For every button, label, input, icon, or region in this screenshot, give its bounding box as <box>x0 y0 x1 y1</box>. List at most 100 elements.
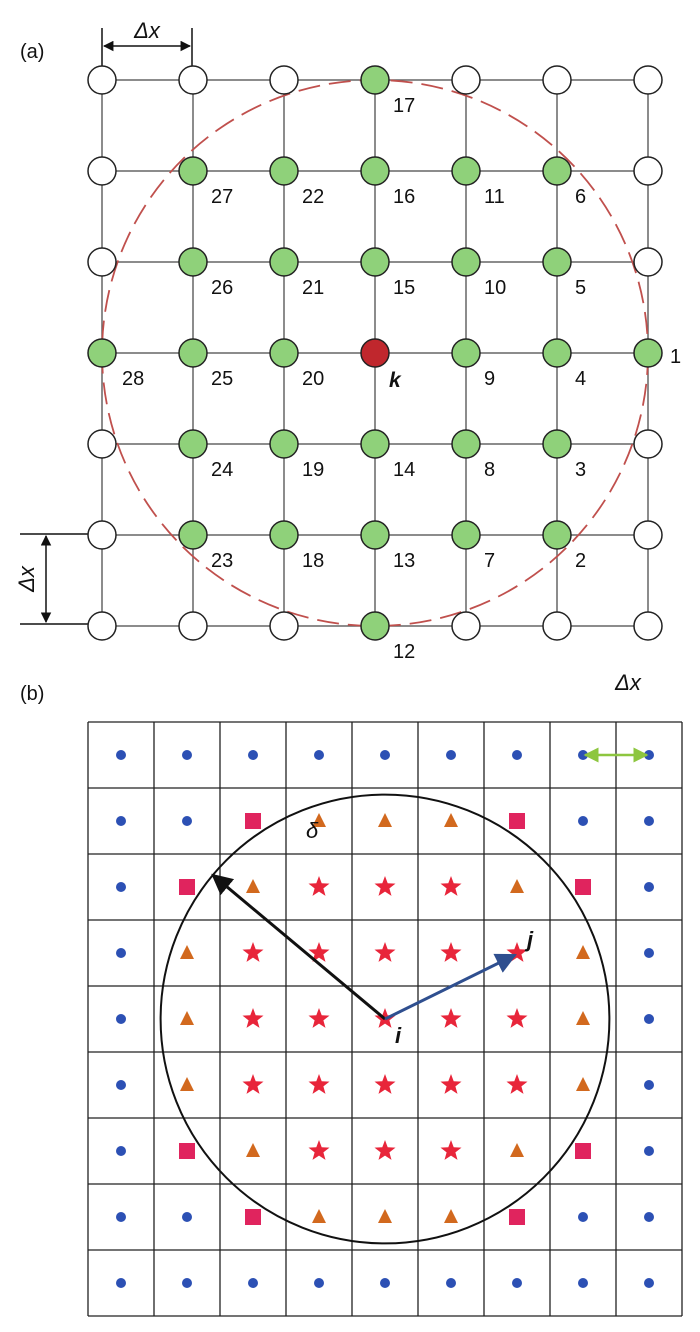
family-node <box>451 247 481 277</box>
star-marker <box>440 1074 462 1094</box>
family-number-label: 14 <box>393 459 415 481</box>
lattice-nodes <box>87 65 663 641</box>
cell-markers <box>116 750 654 1288</box>
family-number-label: 2 <box>575 550 586 572</box>
lattice-node <box>542 611 572 641</box>
square-marker <box>509 1209 525 1225</box>
family-node <box>360 156 390 186</box>
dot-marker <box>512 1278 522 1288</box>
family-node <box>269 156 299 186</box>
dot-marker <box>380 750 390 760</box>
family-node <box>451 156 481 186</box>
family-number-label: 24 <box>211 459 233 481</box>
lattice-node <box>87 611 117 641</box>
lattice-node <box>178 65 208 95</box>
dot-marker <box>578 1212 588 1222</box>
star-marker <box>242 942 264 962</box>
lattice-node <box>633 429 663 459</box>
family-node <box>360 247 390 277</box>
star-marker <box>308 1140 330 1160</box>
triangle-marker <box>378 813 392 827</box>
square-marker <box>575 1143 591 1159</box>
dot-marker <box>116 750 126 760</box>
family-node <box>178 520 208 550</box>
lattice-node <box>633 156 663 186</box>
dot-marker <box>644 816 654 826</box>
dot-marker <box>644 1278 654 1288</box>
star-marker <box>506 942 528 962</box>
family-node <box>542 338 572 368</box>
lattice-node <box>87 156 117 186</box>
lattice-node <box>633 65 663 95</box>
lattice-node <box>87 247 117 277</box>
panel-a-label: (a) <box>20 41 44 63</box>
family-node <box>178 338 208 368</box>
family-number-label: 3 <box>575 459 586 481</box>
dot-marker <box>644 1146 654 1156</box>
lattice-node <box>451 65 481 95</box>
lattice-node <box>542 65 572 95</box>
triangle-marker <box>312 1209 326 1223</box>
family-number-label: 4 <box>575 368 586 390</box>
family-number-label: 5 <box>575 277 586 299</box>
star-marker <box>308 942 330 962</box>
star-marker <box>242 1008 264 1028</box>
family-number-label: 28 <box>122 368 144 390</box>
family-number-label: 20 <box>302 368 324 390</box>
panel-b: (b) Δx δ i j <box>20 670 683 1317</box>
dot-marker <box>116 1014 126 1024</box>
family-node <box>178 247 208 277</box>
horizon-label: δ <box>306 818 319 843</box>
dot-marker <box>512 750 522 760</box>
family-number-label: 16 <box>393 186 415 208</box>
triangle-marker <box>444 1209 458 1223</box>
square-marker <box>245 1209 261 1225</box>
family-node <box>269 338 299 368</box>
family-number-label: 11 <box>484 186 505 208</box>
family-node <box>178 156 208 186</box>
dot-marker <box>182 816 192 826</box>
lattice-node <box>269 611 299 641</box>
star-marker <box>308 876 330 896</box>
family-number-label: 10 <box>484 277 506 299</box>
dot-marker <box>182 1212 192 1222</box>
family-node <box>451 429 481 459</box>
lattice-node <box>178 611 208 641</box>
triangle-marker <box>510 1143 524 1157</box>
dot-marker <box>116 1146 126 1156</box>
dot-marker <box>182 1278 192 1288</box>
star-marker <box>308 1074 330 1094</box>
point-i-label: i <box>395 1023 402 1048</box>
square-marker <box>245 813 261 829</box>
horizon-circle-b <box>159 793 611 1245</box>
dot-marker <box>116 1080 126 1090</box>
dot-marker <box>644 948 654 958</box>
dot-marker <box>644 1014 654 1024</box>
dot-marker <box>314 1278 324 1288</box>
dot-marker <box>116 882 126 892</box>
triangle-marker <box>576 1077 590 1091</box>
dot-marker <box>644 1080 654 1090</box>
triangle-marker <box>180 1011 194 1025</box>
dot-marker <box>182 750 192 760</box>
family-node <box>360 429 390 459</box>
dot-marker <box>644 1212 654 1222</box>
point-j-label: j <box>524 927 534 952</box>
square-marker <box>509 813 525 829</box>
panel-b-label: (b) <box>20 683 44 705</box>
dot-marker <box>116 816 126 826</box>
spacing-label-left: Δx <box>14 565 39 593</box>
spacing-indicator-left: Δx <box>14 533 100 625</box>
square-marker <box>179 1143 195 1159</box>
family-number-label: 9 <box>484 368 495 390</box>
star-marker <box>374 1140 396 1160</box>
star-marker <box>440 1008 462 1028</box>
family-number-label: 22 <box>302 186 324 208</box>
lattice-node <box>87 429 117 459</box>
star-marker <box>440 1140 462 1160</box>
dot-marker <box>248 750 258 760</box>
lattice-node <box>451 611 481 641</box>
